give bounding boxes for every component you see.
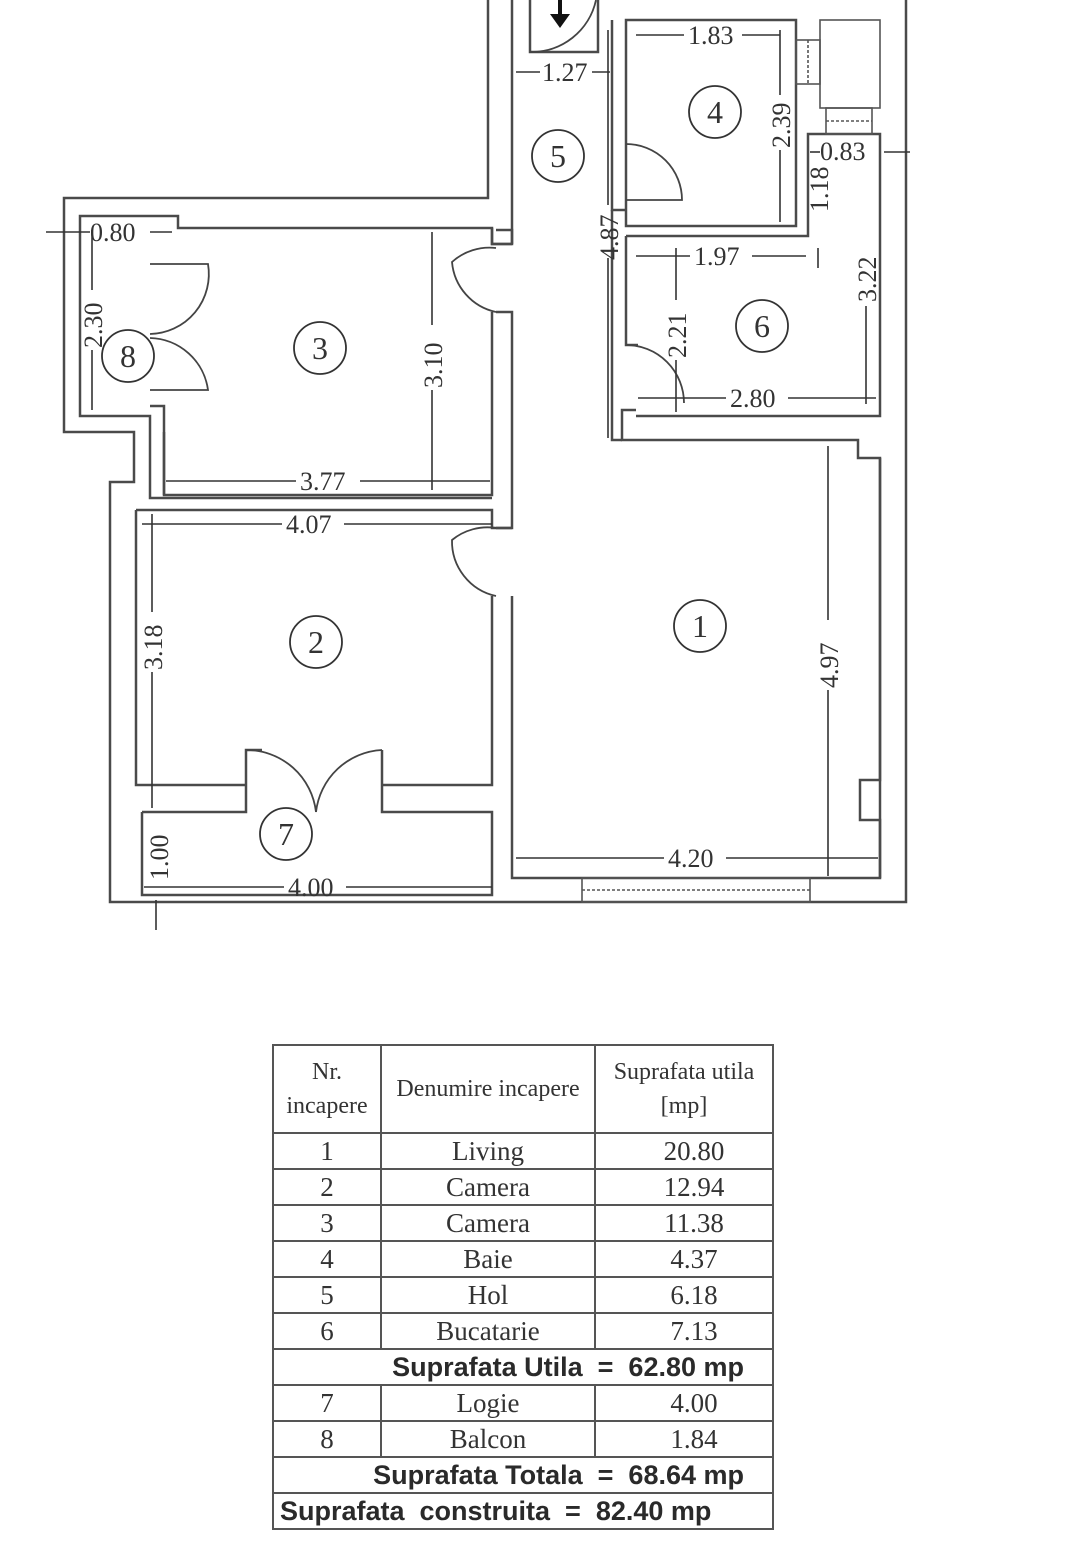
cell-area: 12.94 — [594, 1168, 774, 1206]
svg-text:5: 5 — [550, 138, 566, 174]
dim-living-length: 4.97 — [815, 643, 844, 689]
total-row: Suprafata Totala = 68.64 mp — [272, 1456, 774, 1494]
door-swings — [149, 0, 685, 813]
cell-nr: 5 — [272, 1276, 382, 1314]
dim-bucatarie-top: 1.97 — [694, 242, 740, 271]
dim-bucatarie-length: 3.22 — [853, 257, 882, 303]
svg-text:4: 4 — [707, 94, 723, 130]
area-table: Nr. incapere Denumire incapere Suprafata… — [272, 1044, 774, 1530]
cell-area: 20.80 — [594, 1132, 774, 1170]
outer-walls — [62, 0, 908, 904]
header-area: Suprafata utila [mp] — [594, 1044, 774, 1134]
room-tag-2: 2 — [289, 615, 343, 669]
cell-name: Bucatarie — [380, 1312, 596, 1350]
cell-nr: 4 — [272, 1240, 382, 1278]
cell-nr: 8 — [272, 1420, 382, 1458]
subtotal-useful-area: Suprafata Utila = 62.80 mp — [272, 1348, 774, 1386]
arrow-down-icon — [550, 0, 570, 28]
room-tags: 1 2 3 4 5 6 7 8 — [101, 85, 789, 861]
dim-camera3-width: 3.77 — [300, 467, 346, 496]
cell-name: Hol — [380, 1276, 596, 1314]
svg-text:7: 7 — [278, 816, 294, 852]
dim-living-width: 4.20 — [668, 844, 714, 873]
dim-shaft-length: 1.18 — [805, 167, 834, 213]
dim-hol-width: 1.27 — [542, 58, 588, 87]
cell-area: 4.37 — [594, 1240, 774, 1278]
room-tag-3: 3 — [293, 321, 347, 375]
room-tag-8: 8 — [101, 329, 155, 383]
dim-balcon-width: 0.80 — [90, 218, 136, 247]
dim-logie-depth: 1.00 — [145, 835, 174, 881]
dimension-labels: 1.27 4.87 1.83 2.39 0.83 1.18 1.97 2.21 … — [79, 21, 882, 902]
cell-area: 11.38 — [594, 1204, 774, 1242]
cell-name: Living — [380, 1132, 596, 1170]
header-nr: Nr. incapere — [272, 1044, 382, 1134]
header-name: Denumire incapere — [380, 1044, 596, 1134]
built-row: Suprafata construita = 82.40 mp — [272, 1492, 774, 1530]
dim-baie-length: 2.39 — [767, 103, 796, 149]
dim-camera3-length: 3.10 — [419, 343, 448, 389]
svg-text:6: 6 — [754, 308, 770, 344]
dim-shaft-width: 0.83 — [820, 137, 866, 166]
room-tag-5: 5 — [531, 129, 585, 183]
cell-nr: 1 — [272, 1132, 382, 1170]
dim-baie-width: 1.83 — [688, 21, 734, 50]
dim-bucatarie-width: 2.80 — [730, 384, 776, 413]
cell-name: Camera — [380, 1168, 596, 1206]
cell-area: 6.18 — [594, 1276, 774, 1314]
cell-area: 4.00 — [594, 1384, 774, 1422]
cell-nr: 6 — [272, 1312, 382, 1350]
cell-area: 7.13 — [594, 1312, 774, 1350]
table-header-row: Nr. incapere Denumire incapere Suprafata… — [272, 1044, 774, 1134]
dim-camera2-length: 3.18 — [139, 625, 168, 671]
room-tag-4: 4 — [688, 85, 742, 139]
cell-name: Camera — [380, 1204, 596, 1242]
cell-nr: 3 — [272, 1204, 382, 1242]
floor-plan: 1.27 4.87 1.83 2.39 0.83 1.18 1.97 2.21 … — [46, 0, 910, 930]
dim-camera2-width: 4.07 — [286, 510, 332, 539]
dim-balcon-length: 2.30 — [79, 303, 108, 349]
area-table-container: Nr. incapere Denumire incapere Suprafata… — [272, 1044, 774, 1530]
total-area: Suprafata Totala = 68.64 mp — [272, 1456, 774, 1494]
room-tag-7: 7 — [259, 807, 313, 861]
svg-text:8: 8 — [120, 338, 136, 374]
cell-name: Logie — [380, 1384, 596, 1422]
dim-bucatarie-door: 2.21 — [663, 313, 692, 359]
room-tag-6: 6 — [735, 299, 789, 353]
cell-nr: 2 — [272, 1168, 382, 1206]
dim-hol-length: 4.87 — [595, 215, 624, 261]
subtotal-row: Suprafata Utila = 62.80 mp — [272, 1348, 774, 1386]
cell-nr: 7 — [272, 1384, 382, 1422]
cell-area: 1.84 — [594, 1420, 774, 1458]
cell-name: Baie — [380, 1240, 596, 1278]
built-area: Suprafata construita = 82.40 mp — [272, 1492, 774, 1530]
svg-text:2: 2 — [308, 624, 324, 660]
room-tag-1: 1 — [673, 599, 727, 653]
svg-text:1: 1 — [692, 608, 708, 644]
dimension-lines — [46, 30, 910, 930]
dim-logie-width: 4.00 — [288, 873, 334, 902]
cell-name: Balcon — [380, 1420, 596, 1458]
svg-text:3: 3 — [312, 330, 328, 366]
